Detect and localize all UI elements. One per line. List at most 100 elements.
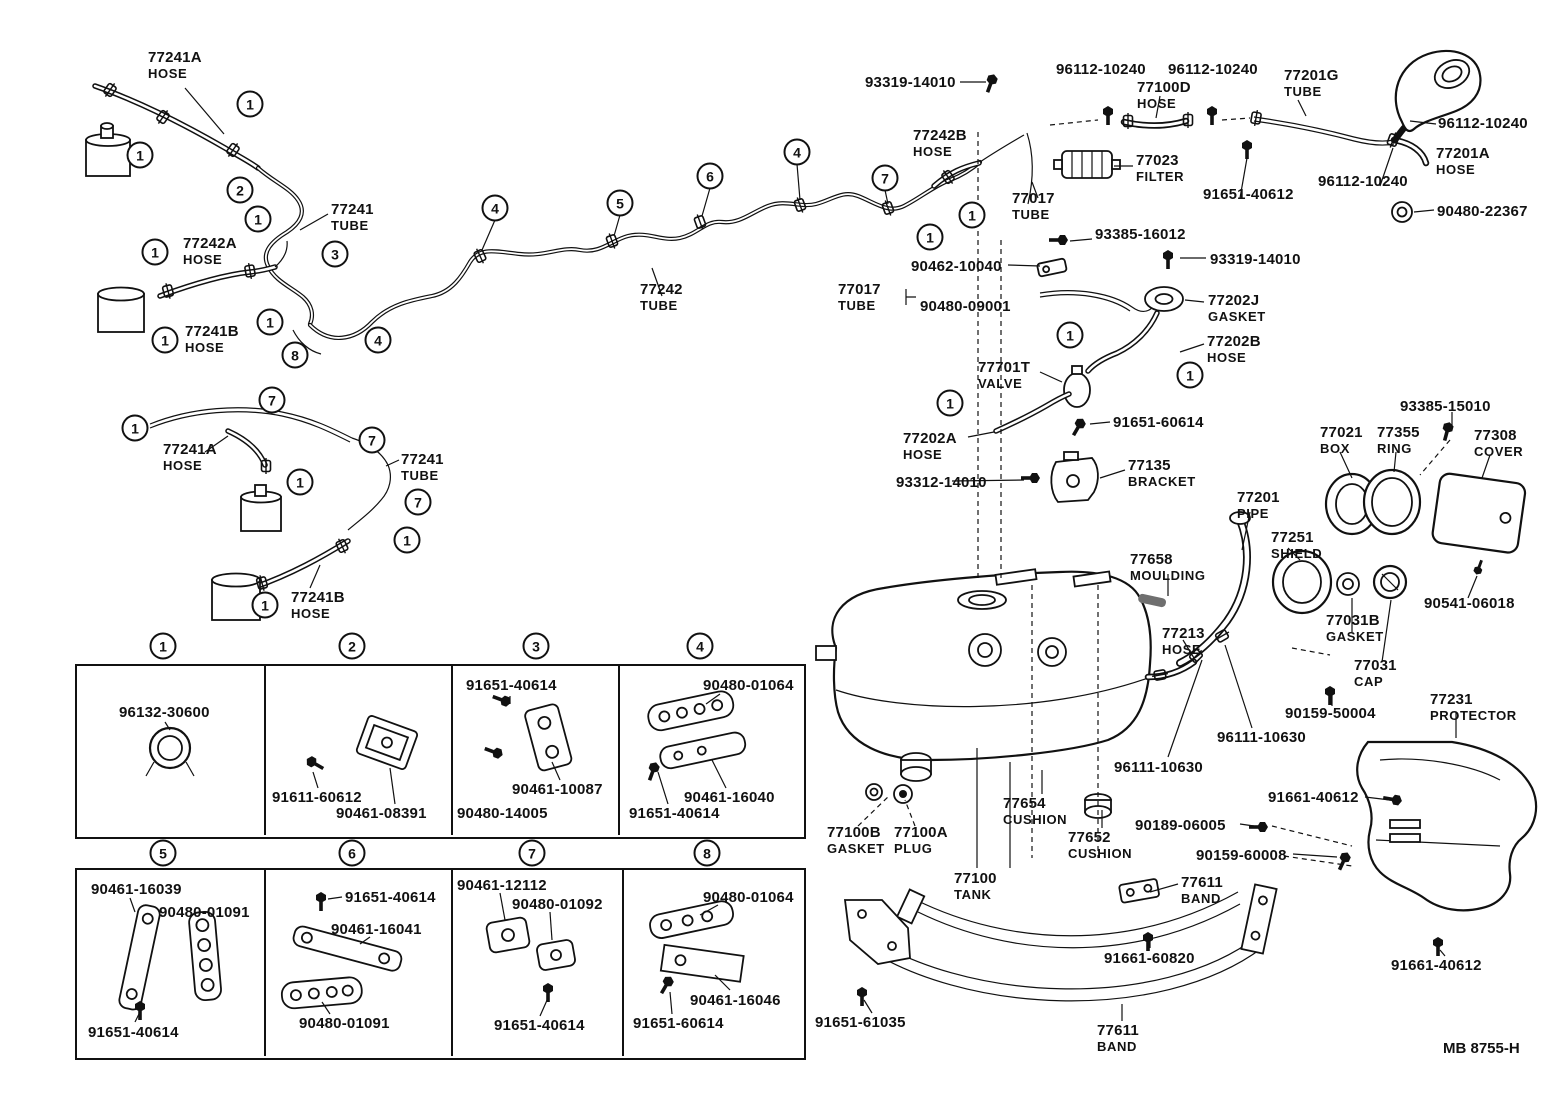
part-number: 90480-22367 — [1437, 203, 1528, 220]
part-label: 90461-16040 — [684, 790, 775, 806]
part-number: 77611 — [1097, 1022, 1139, 1039]
part-label: 93385-15010 — [1400, 399, 1491, 415]
part-label: 91651-60614 — [633, 1016, 724, 1032]
part-label: 90480-01091 — [299, 1016, 390, 1032]
part-name: GASKET — [827, 841, 885, 856]
part-number: 77241B — [185, 323, 239, 340]
part-number: 90189-06005 — [1135, 817, 1226, 834]
part-name: CAP — [1354, 674, 1384, 689]
part-number: 90461-10087 — [512, 781, 603, 798]
leader-lines — [129, 81, 1491, 1023]
part-name: HOSE — [163, 458, 203, 473]
part-label: 96112-10240 — [1438, 116, 1528, 132]
part-label: 91611-60612 — [272, 790, 362, 806]
part-name: CUSHION — [1003, 812, 1068, 827]
callout-7: 7 — [871, 164, 899, 192]
callout-1: 1 — [286, 468, 314, 496]
part-number: 93385-15010 — [1400, 398, 1491, 415]
bands — [843, 878, 1278, 1002]
part-number: 96112-10240 — [1438, 115, 1528, 132]
part-label: 90461-16039 — [91, 882, 182, 898]
callout-8: 8 — [281, 341, 309, 369]
part-number: 77031 — [1354, 657, 1397, 674]
legend-divider — [264, 664, 266, 835]
callout-7: 7 — [258, 386, 286, 414]
part-name: TUBE — [640, 298, 678, 313]
part-number: 90541-06018 — [1424, 595, 1515, 612]
part-label: 93385-16012 — [1095, 227, 1186, 243]
part-number: 77202A — [903, 430, 957, 447]
part-label: 90480-01092 — [512, 897, 603, 913]
part-name: BAND — [1181, 891, 1221, 906]
part-label: 91651-40614 — [494, 1018, 585, 1034]
part-number: 91611-60612 — [272, 789, 362, 806]
part-name: PIPE — [1237, 506, 1270, 521]
part-number: 91651-61035 — [815, 1014, 906, 1031]
protector — [1356, 740, 1538, 912]
part-number: 77658 — [1130, 551, 1173, 568]
part-name: BOX — [1320, 441, 1350, 456]
callout-1: 1 — [141, 238, 169, 266]
part-name: TUBE — [331, 218, 369, 233]
callout-2: 2 — [338, 632, 366, 660]
part-name: HOSE — [1207, 350, 1247, 365]
part-number: 90461-16040 — [684, 789, 775, 806]
part-label: 90462-10040 — [911, 259, 1002, 275]
part-number: 77242A — [183, 235, 237, 252]
part-number: 91661-40612 — [1268, 789, 1359, 806]
part-name: COVER — [1474, 444, 1524, 459]
part-name: BAND — [1097, 1039, 1137, 1054]
legend-divider — [618, 664, 620, 835]
part-number: 77017 — [1012, 190, 1055, 207]
part-label: 91661-40612 — [1268, 790, 1359, 806]
part-name: HOSE — [148, 66, 188, 81]
callout-5: 5 — [149, 839, 177, 867]
part-label: 90480-01064 — [703, 890, 794, 906]
part-name: HOSE — [1162, 642, 1202, 657]
part-number: 90480-01092 — [512, 896, 603, 913]
legend-divider — [451, 868, 453, 1056]
callout-5: 5 — [606, 189, 634, 217]
part-number: 90461-16041 — [331, 921, 422, 938]
part-name: MOULDING — [1130, 568, 1206, 583]
part-label: 93319-14010 — [865, 75, 956, 91]
part-number: 77100B — [827, 824, 881, 841]
part-number: 77251 — [1271, 529, 1314, 546]
part-number: 93319-14010 — [865, 74, 956, 91]
part-label: 96112-10240 — [1168, 62, 1258, 78]
callout-6: 6 — [338, 839, 366, 867]
part-number: 77652 — [1068, 829, 1111, 846]
legend-divider — [622, 868, 624, 1056]
callout-1: 1 — [916, 223, 944, 251]
part-name: PLUG — [894, 841, 933, 856]
part-label: 91661-60820 — [1104, 951, 1195, 967]
part-number: 91651-60614 — [1113, 414, 1204, 431]
part-number: 93319-14010 — [1210, 251, 1301, 268]
part-number: 77242 — [640, 281, 683, 298]
part-number: 90461-08391 — [336, 805, 427, 822]
part-name: RING — [1377, 441, 1412, 456]
part-label: 90189-06005 — [1135, 818, 1226, 834]
filler-assembly — [1176, 468, 1527, 667]
part-number: 91661-40612 — [1391, 957, 1482, 974]
part-label: 90480-09001 — [920, 299, 1011, 315]
part-number: 77242B — [913, 127, 967, 144]
